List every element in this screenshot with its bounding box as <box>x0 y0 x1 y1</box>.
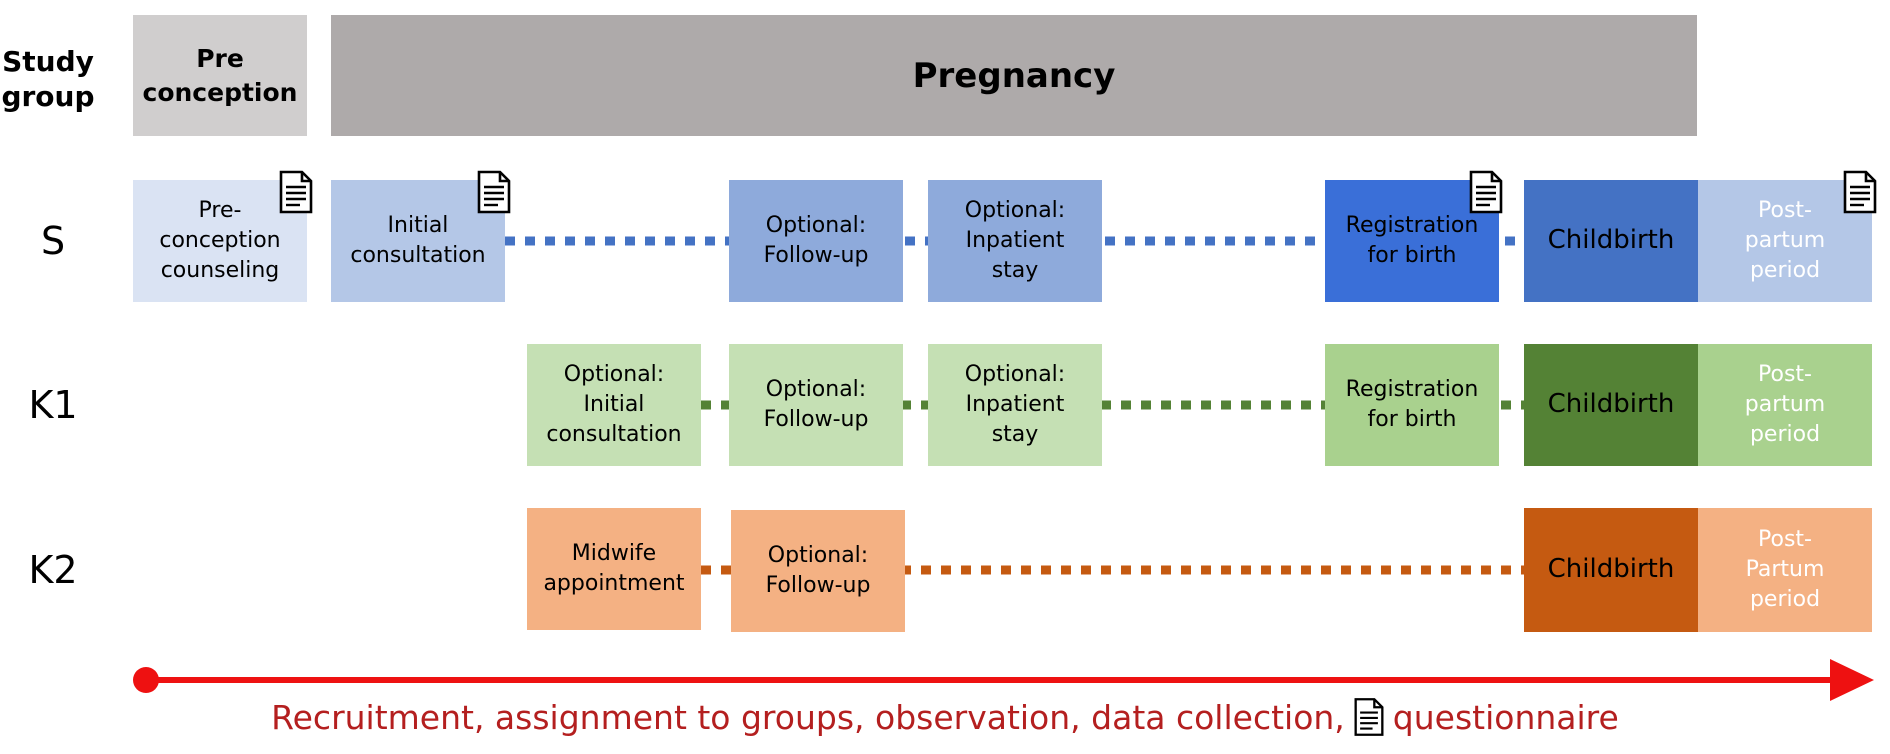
k1-registration-for-birth: Registration for birth <box>1325 344 1499 466</box>
row-label-s-text: S <box>40 219 66 263</box>
document-icon <box>1354 698 1384 736</box>
s-optional-inpatient-stay: Optional: Inpatient stay <box>928 180 1102 302</box>
box-text-line: Partum <box>1745 557 1825 583</box>
box-text-line: consultation <box>546 421 682 447</box>
k2-optional-follow-up: Optional: Follow-up <box>731 510 905 632</box>
s-optional-follow-up: Optional: Follow-up <box>729 180 903 302</box>
box-text-line: Pre- <box>198 198 242 224</box>
box-text-line: Childbirth <box>1547 225 1675 256</box>
box-text-line: period <box>1749 257 1821 283</box>
box-text-line: partum <box>1744 228 1826 254</box>
box-text-line: Optional: <box>964 198 1066 224</box>
s-initial-consultation: Initial consultation <box>331 180 505 302</box>
box-text-line: Initial <box>583 392 645 418</box>
document-icon <box>1843 170 1877 214</box>
box-text-line: Follow-up <box>763 243 869 268</box>
k1-childbirth: Childbirth <box>1524 344 1698 466</box>
timeline-arrowhead <box>1830 659 1874 701</box>
k1-postpartum-period: Post- partum period <box>1698 344 1872 466</box>
timeline-caption: Recruitment, assignment to groups, obser… <box>0 692 1890 742</box>
box-text-line: for birth <box>1367 243 1457 268</box>
box-text-line: Optional: <box>765 213 867 239</box>
box-text-line: stay <box>991 257 1039 283</box>
box-text-line: Optional: <box>563 362 665 388</box>
timeline-arrow <box>133 659 1874 701</box>
row-label-k1-text: K1 <box>28 383 78 427</box>
pregnancy-header: Pregnancy <box>331 15 1697 136</box>
box-text-line: Initial <box>387 213 449 239</box>
box-text-line: Follow-up <box>763 407 869 432</box>
preconception-header-line1: Pre <box>196 43 244 73</box>
row-label-k2-text: K2 <box>28 548 78 592</box>
k1-optional-initial-consultation: Optional: Initial consultation <box>527 344 701 466</box>
k2-midwife-appointment: Midwife appointment <box>527 508 701 630</box>
box-text-line: consultation <box>350 243 486 268</box>
pregnancy-header-label: Pregnancy <box>912 55 1116 96</box>
row-label-k1: K1 <box>0 344 106 466</box>
document-icon <box>477 170 511 214</box>
box-text-line: Post- <box>1758 198 1812 224</box>
document-icon <box>1469 170 1503 214</box>
box-text-line: Post- <box>1758 527 1812 553</box>
study-group-header-line1: Study <box>2 45 94 78</box>
preconception-header: Pre conception <box>133 15 307 136</box>
study-group-header: Study group <box>0 34 96 124</box>
box-text-line: Optional: <box>964 362 1066 388</box>
s-preconception-counseling: Pre- conception counseling <box>133 180 307 302</box>
timeline-caption-text: Recruitment, assignment to groups, obser… <box>271 697 1345 737</box>
box-text-line: counseling <box>160 257 280 283</box>
box-text-line: period <box>1749 586 1821 612</box>
box-text-line: Follow-up <box>765 573 871 598</box>
box-text-line: conception <box>159 228 281 254</box>
study-group-header-line2: group <box>1 80 95 113</box>
box-text-line: Optional: <box>767 543 869 569</box>
k2-postpartum-period: Post- Partum period <box>1698 508 1872 632</box>
s-postpartum-period: Post- partum period <box>1698 180 1872 302</box>
box-text-line: Inpatient <box>965 392 1065 418</box>
box-text-line: for birth <box>1367 407 1457 432</box>
timeline-caption-questionnaire: questionnaire <box>1392 697 1619 737</box>
box-text-line: period <box>1749 421 1821 447</box>
box-text-line: Registration <box>1345 377 1479 403</box>
box-text-line: Midwife <box>571 541 657 567</box>
box-text-line: Childbirth <box>1547 554 1675 585</box>
preconception-header-line2: conception <box>142 77 298 107</box>
box-text-line: appointment <box>543 571 685 596</box>
box-text-line: stay <box>991 421 1039 447</box>
k2-childbirth: Childbirth <box>1524 508 1698 632</box>
k1-optional-follow-up: Optional: Follow-up <box>729 344 903 466</box>
box-text-line: Childbirth <box>1547 389 1675 420</box>
box-text-line: partum <box>1744 392 1826 418</box>
box-text-line: Post- <box>1758 362 1812 388</box>
s-childbirth: Childbirth <box>1524 180 1698 302</box>
row-label-s: S <box>0 180 106 302</box>
k1-optional-inpatient-stay: Optional: Inpatient stay <box>928 344 1102 466</box>
box-text-line: Optional: <box>765 377 867 403</box>
document-icon <box>279 170 313 214</box>
box-text-line: Inpatient <box>965 228 1065 254</box>
box-text-line: Registration <box>1345 213 1479 239</box>
row-label-k2: K2 <box>0 508 106 632</box>
